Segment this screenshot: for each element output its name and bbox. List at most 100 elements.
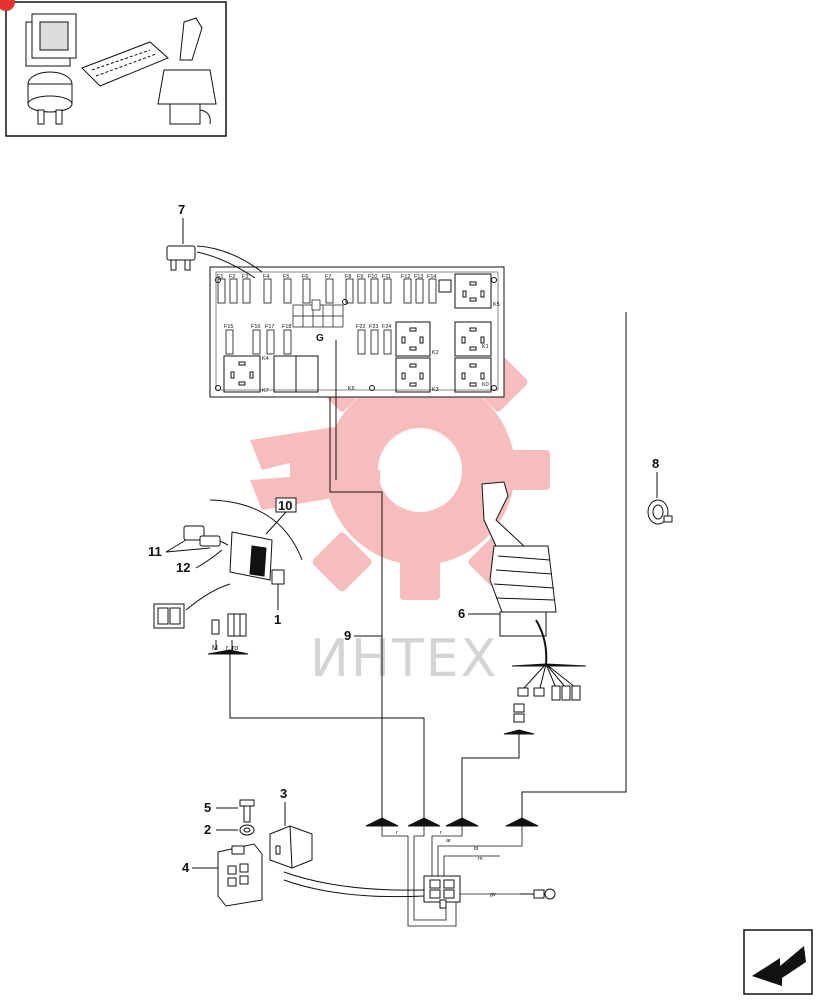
switch-outline <box>209 499 303 561</box>
svg-text:5: 5 <box>204 800 211 815</box>
board-label-g: G <box>316 333 324 344</box>
svg-text:F2: F2 <box>229 274 235 280</box>
svg-text:F5: F5 <box>283 274 289 280</box>
thumbnail-relay-icon <box>25 13 77 67</box>
svg-text:ar: ar <box>446 838 451 844</box>
svg-text:2: 2 <box>204 822 211 837</box>
svg-text:F17: F17 <box>265 324 274 330</box>
watermark-text: ИНТЕХ <box>310 629 498 689</box>
connector-11-icon <box>183 525 229 547</box>
relay-label-k4: K4 <box>262 356 269 362</box>
harness-terminals <box>365 817 539 827</box>
joystick-wire <box>461 703 535 820</box>
svg-text:F18: F18 <box>282 324 291 330</box>
socket-wires <box>283 871 425 898</box>
svg-text:1: 1 <box>274 612 281 627</box>
svg-text:F6: F6 <box>302 274 308 280</box>
fuse-board[interactable]: F1 F2 F3 F4 F5 F6 F7 F8 F9 F10 F11 F12 F… <box>209 266 505 398</box>
callout-6[interactable]: 6 <box>458 606 500 621</box>
harness-wire-codes: r r ar bl m gv <box>396 830 496 898</box>
thumbnail-panel[interactable] <box>0 0 227 137</box>
watermark: ИНТЕХ <box>250 340 550 689</box>
svg-text:F1: F1 <box>217 274 223 280</box>
connector-block-g <box>292 299 344 328</box>
thumbnail-gauge-icon <box>27 71 73 125</box>
switch-connector-icon <box>153 583 247 637</box>
svg-text:F4: F4 <box>263 274 269 280</box>
svg-text:F14: F14 <box>427 274 436 280</box>
svg-text:F23: F23 <box>369 324 378 330</box>
svg-text:F24: F24 <box>382 324 391 330</box>
callout-5[interactable]: 2 <box>204 822 238 837</box>
fuse-labels-top: F1 F2 F3 F4 F5 F6 F7 F8 F9 F10 F11 F12 F… <box>217 274 436 280</box>
svg-text:12: 12 <box>176 560 190 575</box>
relay-label-k0: K0 <box>482 382 489 388</box>
relay-label-k1: K1 <box>482 344 489 350</box>
screw-icon <box>239 799 255 823</box>
hose-clamp-icon <box>647 499 673 525</box>
svg-text:F11: F11 <box>382 274 391 280</box>
svg-text:11: 11 <box>148 544 162 559</box>
fuse-labels-mid: F15 F16 F17 F18 F22 F23 F24 <box>224 324 391 330</box>
svg-text:F3: F3 <box>242 274 248 280</box>
fuse-part-icon <box>166 245 263 279</box>
svg-text:r: r <box>226 645 229 652</box>
svg-text:3: 3 <box>280 786 287 801</box>
callout-11[interactable]: 11 <box>148 539 211 559</box>
callout-3[interactable]: 3 <box>280 786 287 826</box>
svg-text:gv: gv <box>490 892 496 898</box>
svg-text:F22: F22 <box>356 324 365 330</box>
svg-text:bl: bl <box>474 846 478 852</box>
svg-text:4: 4 <box>182 860 190 875</box>
switch-wire-codes: M r ro <box>212 645 238 652</box>
svg-text:m: m <box>478 856 483 862</box>
svg-text:F15: F15 <box>224 324 233 330</box>
callout-2[interactable]: 4 <box>182 860 218 875</box>
wire-right <box>521 312 627 818</box>
thumbnail-badge-icon <box>0 0 15 11</box>
thumbnail-board-icon <box>81 41 169 87</box>
svg-text:M: M <box>212 645 218 652</box>
svg-text:r: r <box>440 830 442 836</box>
switch-wire <box>207 640 425 820</box>
svg-text:6: 6 <box>458 606 465 621</box>
ring-terminal-icon <box>520 888 556 900</box>
socket-part-icon <box>217 843 263 907</box>
relay-label-k3: K3 <box>432 387 439 393</box>
fuse-row-top <box>217 278 437 304</box>
svg-text:F10: F10 <box>368 274 377 280</box>
svg-text:F7: F7 <box>325 274 331 280</box>
relay-label-k7: K7 <box>262 388 269 394</box>
callout-12[interactable]: 12 <box>176 549 223 575</box>
svg-text:10: 10 <box>278 498 292 513</box>
rocker-switch-icon <box>229 531 285 585</box>
relay-part-icon <box>269 825 313 869</box>
fuse-row-mid <box>225 329 392 355</box>
relay-label-k2: K2 <box>432 350 439 356</box>
callout-9[interactable]: 9 <box>344 628 382 643</box>
relay-label-k5: K5 <box>493 302 500 308</box>
next-page-arrow-icon[interactable] <box>743 929 813 995</box>
svg-text:8: 8 <box>652 456 659 471</box>
joystick-icon <box>481 481 557 665</box>
callout-4[interactable]: 5 <box>204 800 238 815</box>
washer-icon <box>239 824 255 836</box>
thumbnail-joystick-icon <box>157 17 217 125</box>
svg-text:F9: F9 <box>357 274 363 280</box>
joystick-connectors <box>511 663 587 701</box>
svg-text:F16: F16 <box>251 324 260 330</box>
svg-text:9: 9 <box>344 628 351 643</box>
callout-8[interactable]: 8 <box>652 456 659 498</box>
svg-text:r: r <box>396 830 398 836</box>
svg-text:F13: F13 <box>414 274 423 280</box>
svg-text:F12: F12 <box>401 274 410 280</box>
callout-10[interactable]: 10 <box>265 497 297 535</box>
svg-text:7: 7 <box>178 202 185 217</box>
svg-text:F8: F8 <box>345 274 351 280</box>
svg-text:ro: ro <box>232 645 238 652</box>
callout-7[interactable]: 7 <box>178 202 185 244</box>
harness-wires <box>381 826 523 927</box>
relay-socket-icon <box>423 875 461 909</box>
callout-1[interactable]: 1 <box>274 584 281 627</box>
